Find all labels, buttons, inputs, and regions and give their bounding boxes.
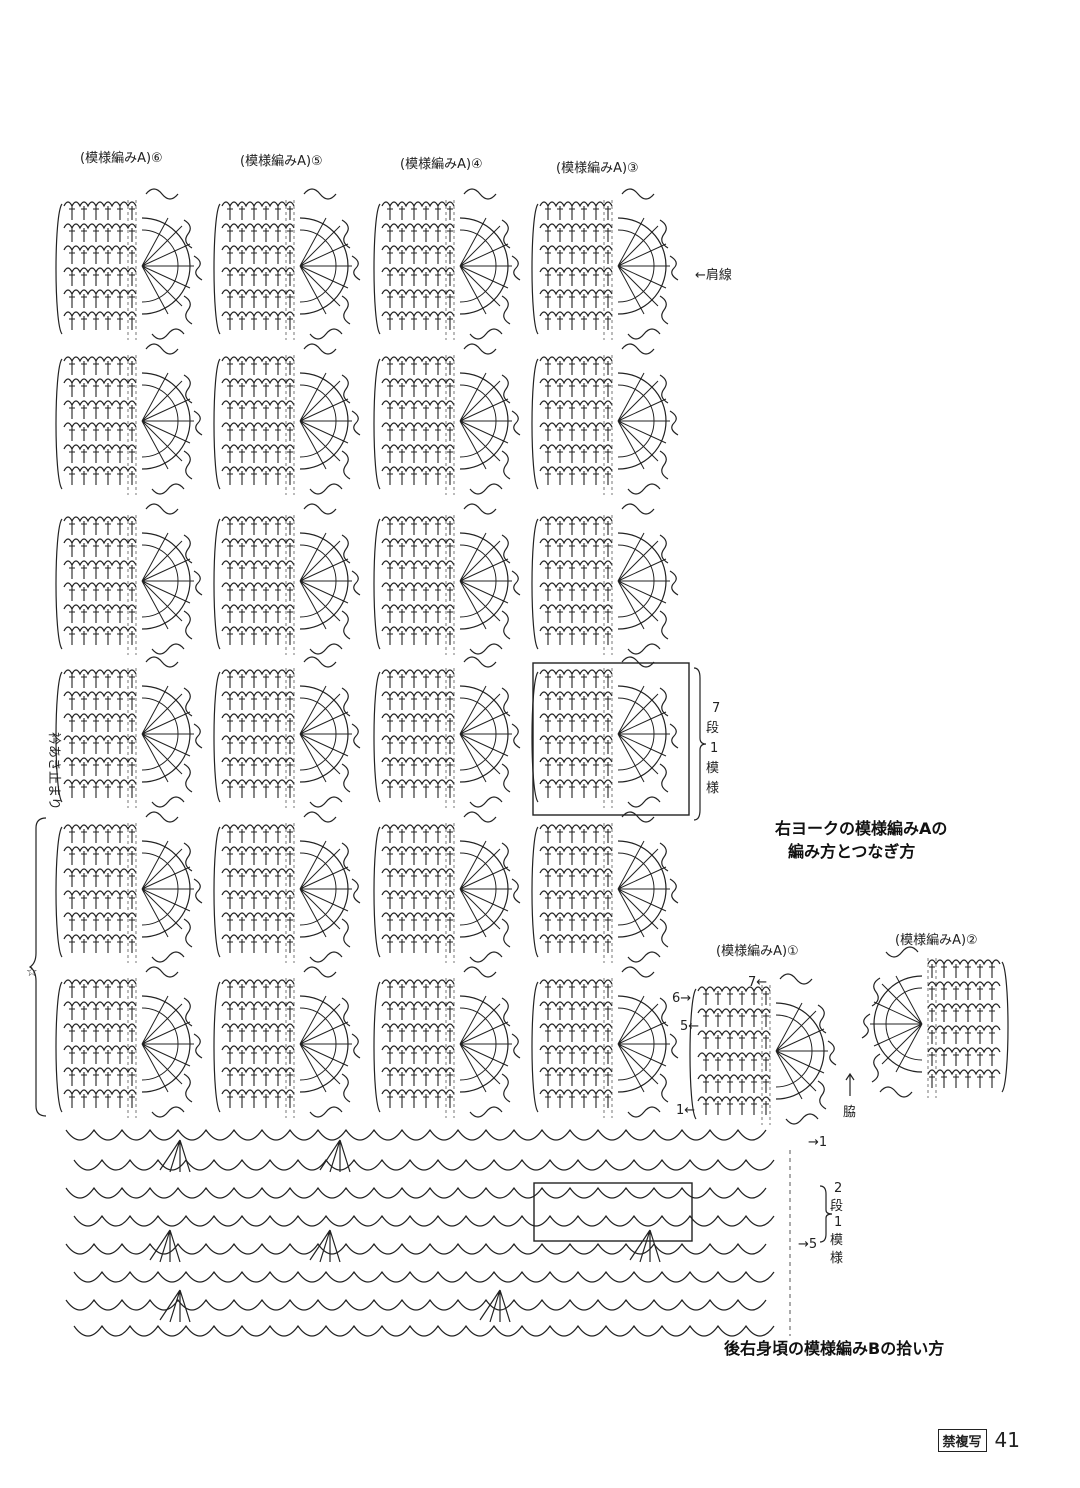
repeat-2-label-e: 様 bbox=[830, 1251, 843, 1266]
no-copy-badge: 禁複写 bbox=[937, 1428, 987, 1452]
row-1-marker: 1← bbox=[676, 1103, 695, 1118]
repeat-7-label-a: 7 bbox=[712, 701, 720, 716]
repeat-2-label-a: 2 bbox=[834, 1181, 842, 1196]
pattern-b-grid bbox=[65, 1129, 791, 1337]
motif-label-1: (模様編みA)① bbox=[716, 943, 799, 959]
row-7-marker: 7← bbox=[748, 975, 767, 990]
repeat-7-label-b: 段 bbox=[706, 721, 719, 736]
svg-text:衿あき止まり: 衿あき止まり bbox=[46, 732, 61, 810]
armpit-label: 脇 bbox=[843, 1105, 856, 1120]
repeat-2-label-b: 段 bbox=[830, 1199, 843, 1214]
motif-label-3: (模様編みA)③ bbox=[556, 160, 639, 176]
row-b-1-marker: →1 bbox=[808, 1135, 827, 1150]
shoulder-line-label: ←肩線 bbox=[695, 267, 732, 283]
motif-label-4: (模様編みA)④ bbox=[400, 156, 483, 172]
page-number: 41 bbox=[994, 1428, 1020, 1452]
repeat-2-label-c: 1 bbox=[834, 1215, 842, 1230]
body-title: 後右身頃の模様編みBの拾い方 bbox=[724, 1339, 944, 1358]
repeat-7-label-c: 1 bbox=[710, 741, 718, 756]
row-b-5-marker: →5 bbox=[798, 1237, 817, 1252]
row-5-marker: 5← bbox=[680, 1019, 699, 1034]
collar-stop-label: 衿あき止まり bbox=[46, 732, 61, 810]
motif-label-2: (模様編みA)② bbox=[895, 932, 978, 948]
motif-2 bbox=[862, 947, 1008, 1098]
page-footer: 禁複写 41 bbox=[937, 1428, 1020, 1452]
repeat-7-label-d: 模 bbox=[706, 761, 719, 776]
motif-label-5: (模様編みA)⑤ bbox=[240, 153, 323, 169]
repeat-box-2 bbox=[533, 1182, 693, 1242]
yoke-title-line1: 右ヨークの模様編みAの bbox=[775, 819, 947, 838]
repeat-7-label-e: 様 bbox=[706, 781, 719, 796]
repeat-2-label-d: 模 bbox=[830, 1233, 843, 1248]
row-6-marker: 6→ bbox=[672, 991, 691, 1006]
motif-label-6: (模様編みA)⑥ bbox=[80, 150, 163, 166]
star-mark: ☆ bbox=[26, 965, 38, 980]
repeat-box-7 bbox=[532, 662, 690, 816]
yoke-motif-grid bbox=[56, 189, 836, 1125]
yoke-title-line2: 編み方とつなぎ方 bbox=[788, 842, 915, 861]
